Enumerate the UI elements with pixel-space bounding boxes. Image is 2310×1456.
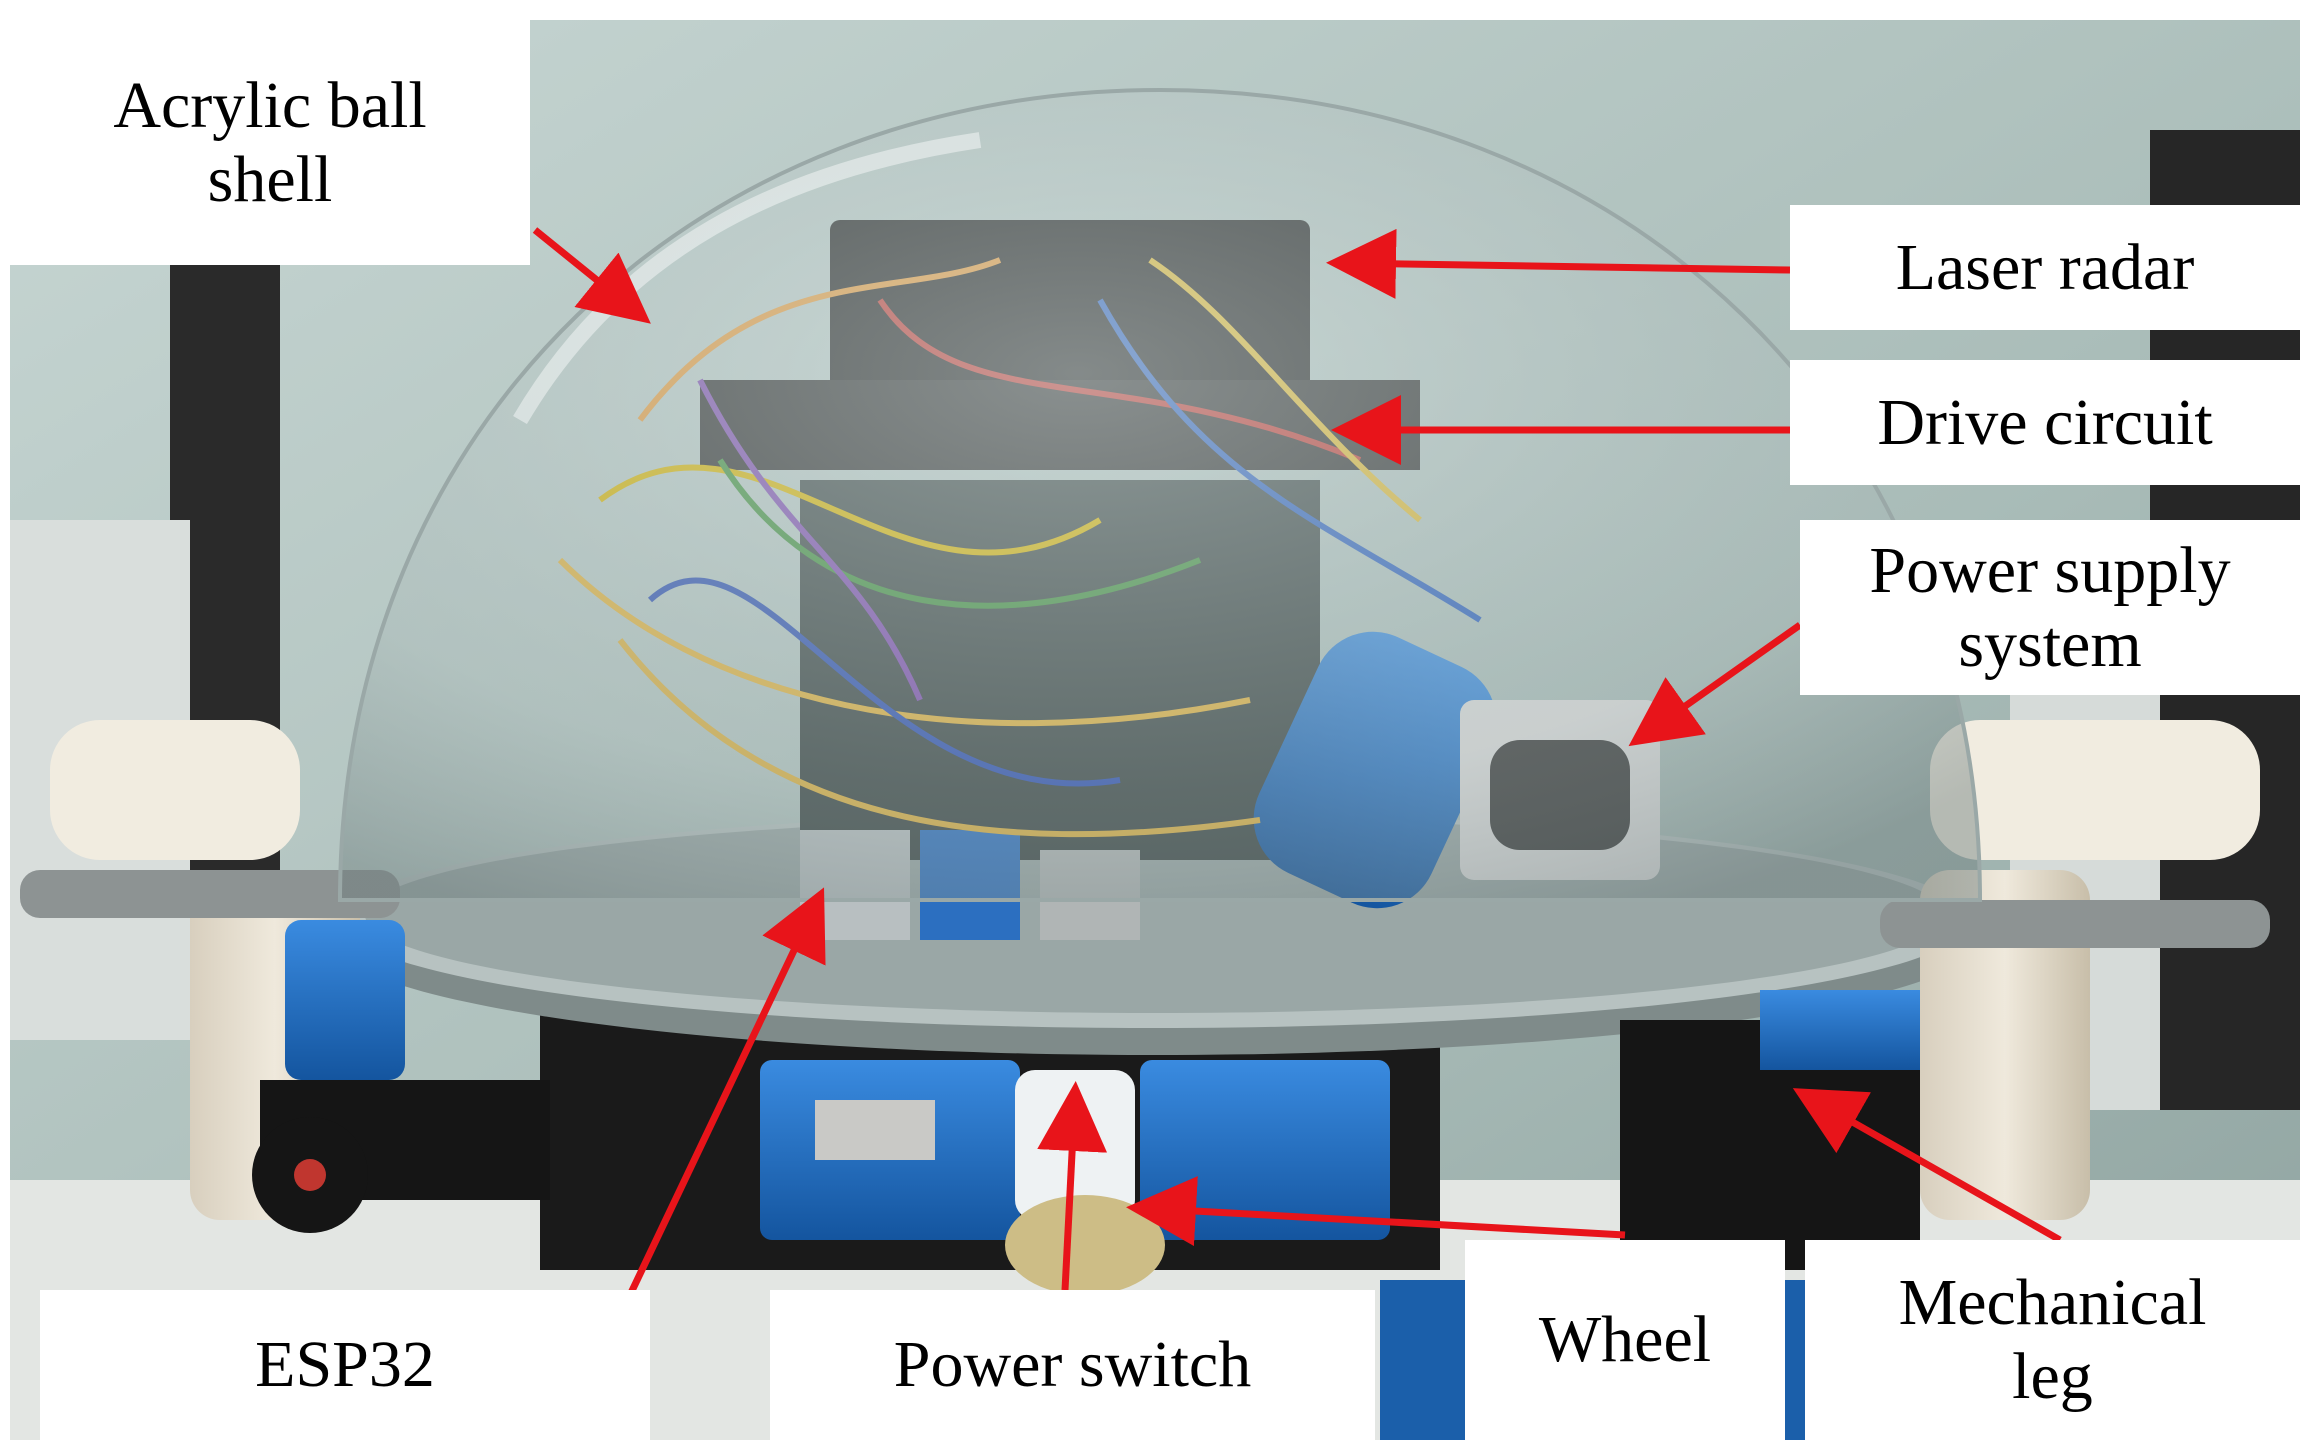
label-mechanical-leg: Mechanical leg (1805, 1240, 2300, 1440)
label-drive-circuit: Drive circuit (1790, 360, 2300, 485)
label-acrylic-ball-shell-line-1: Acrylic ball (113, 68, 427, 142)
mechanical-leg-left (20, 720, 550, 1233)
acrylic-dome (337, 87, 1983, 902)
label-laser-radar: Laser radar (1790, 205, 2300, 330)
label-esp32-text: ESP32 (255, 1328, 435, 1401)
mechanical-leg-right (1620, 720, 2270, 1270)
label-power-switch-text: Power switch (893, 1328, 1252, 1401)
arrow-esp32 (626, 887, 826, 1297)
label-power-supply-system-line-2: system (1958, 607, 2142, 681)
arrow-power-supply-system (1628, 622, 1803, 747)
arrow-acrylic-ball-shell (532, 227, 651, 324)
arrow-laser-radar (1326, 228, 1791, 299)
arrow-power-switch (1037, 1081, 1108, 1291)
label-esp32: ESP32 (40, 1290, 650, 1440)
label-mechanical-leg-line-2: leg (2012, 1340, 2093, 1413)
label-acrylic-ball-shell-line-2: shell (207, 142, 333, 216)
label-power-switch: Power switch (770, 1290, 1375, 1440)
label-power-supply-system-line-1: Power supply (1869, 533, 2231, 607)
label-laser-radar-text: Laser radar (1895, 230, 2195, 304)
label-wheel-text: Wheel (1538, 1303, 1712, 1376)
label-acrylic-ball-shell: Acrylic ball shell (10, 20, 530, 265)
label-drive-circuit-text: Drive circuit (1877, 385, 2213, 459)
arrow-wheel (1126, 1176, 1626, 1247)
label-mechanical-leg-line-1: Mechanical (1898, 1266, 2207, 1339)
annotation-arrows (532, 227, 2062, 1297)
arrow-mechanical-leg (1792, 1088, 2062, 1244)
label-wheel: Wheel (1465, 1240, 1785, 1440)
label-power-supply-system: Power supply system (1800, 520, 2300, 695)
